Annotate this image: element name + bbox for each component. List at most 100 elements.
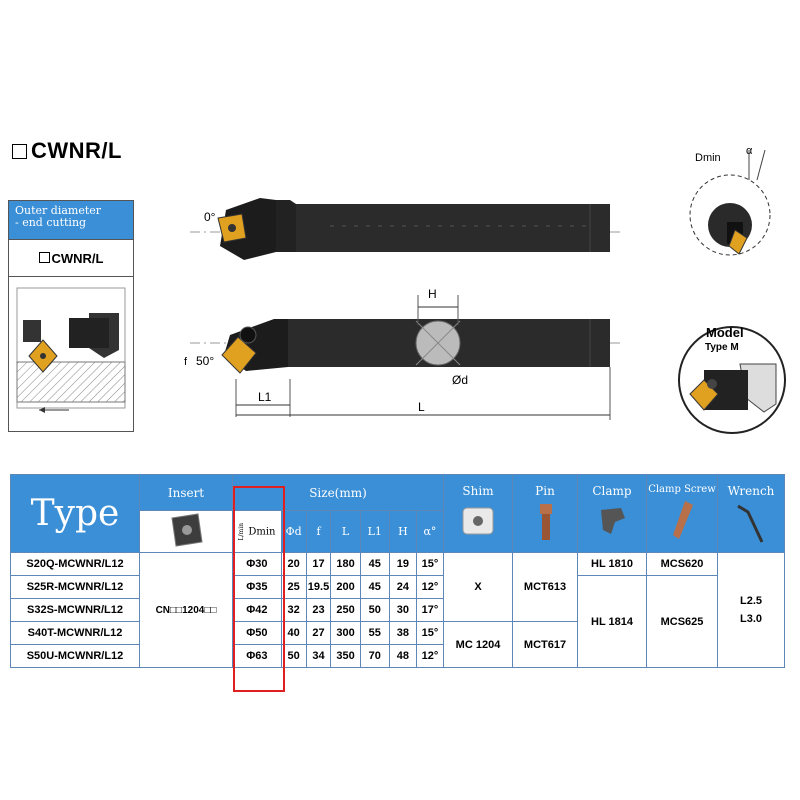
angle-fifty-label: 50° [196,354,215,368]
clamp-screw-header-text: Clamp Screw [648,484,716,495]
shim-cell: X [443,552,513,622]
spec-table: Type Insert Size(mm) Shim Pin Clamp Clam… [10,474,785,668]
side-code-text: CWNR/L [51,251,104,266]
model-type-label: Type M [705,342,739,353]
f-col-header: f [305,510,332,553]
table-row: S40T-MCWNR/L12 Φ50 40 27 300 55 38 15° M… [10,621,785,668]
dmin-cell: Φ50 [232,621,282,645]
wrench-b: L3.0 [739,613,762,625]
shim-cell: MC 1204 [443,621,513,668]
dim-d-label: Ød [452,373,469,387]
f-cell: 19.5 [305,575,332,599]
d-cell: 40 [280,621,307,645]
boring-bar-side-view [190,295,620,420]
angle-zero-label: 0° [204,210,216,224]
table-row: S50U-MCWNR/L12 Φ63 50 34 350 70 48 12° [10,644,785,668]
title-text: CWNR/L [31,138,122,163]
screw-icon [673,501,693,539]
detail-alpha-label: α [746,145,753,157]
end-cutting-illustration [16,287,126,413]
f-cell: 34 [305,644,332,668]
H-cell: 30 [388,598,417,622]
screw-cell: MCS625 [646,575,718,668]
dmin-cell: Φ35 [232,575,282,599]
f-cell: 27 [305,621,332,645]
type-cell: S40T-MCWNR/L12 [10,621,140,645]
pin-header-text: Pin [535,484,555,498]
alpha-cell: 17° [415,598,445,622]
dmin-col-text: Dmin [248,526,276,537]
table-row: S20Q-MCWNR/L12 CN□□1204□□ Φ30 20 17 180 … [10,552,785,668]
dim-L1-label: L1 [258,390,272,404]
clamp-header: Clamp [577,474,647,553]
d-col-header: Φd [280,510,307,553]
H-col-header: H [388,510,417,553]
dim-f-label: f [184,356,188,368]
shim-icon [462,507,494,535]
clamp-icon [601,508,625,534]
shim-header-text: Shim [462,484,494,498]
dmin-cell: Φ42 [232,598,282,622]
model-label: Model [706,325,744,340]
L-col-header: L [330,510,361,553]
d-cell: 32 [280,598,307,622]
pin-cell: MCT617 [512,621,578,668]
boring-bar-top-view [190,198,620,260]
insert-code-cell: CN□□1204□□ [139,552,233,668]
alpha-cell: 12° [415,575,445,599]
f-cell: 17 [305,552,332,576]
dim-H-label: H [428,287,437,301]
insert-image-cell [139,510,233,553]
L1-cell: 50 [359,598,390,622]
type-cell: S50U-MCWNR/L12 [10,644,140,668]
d-cell: 50 [280,644,307,668]
L1-cell: 45 [359,552,390,576]
H-cell: 19 [388,552,417,576]
dim-L-label: L [418,400,425,414]
clamp-screw-header: Clamp Screw [646,474,718,553]
alpha-cell: 15° [415,621,445,645]
wrench-icon [737,504,764,543]
detail-dmin-label: Dmin [695,152,721,164]
type-cell: S20Q-MCWNR/L12 [10,552,140,576]
L1-cell: 70 [359,644,390,668]
side-panel-heading: Outer diameter - end cutting [9,201,133,239]
wrench-header: Wrench [717,474,785,553]
clamp-cell: HL 1810 [577,552,647,576]
d-cell: 20 [280,552,307,576]
shim-header: Shim [443,474,513,553]
L-cell: 200 [330,575,361,599]
side-heading-line2: - end cutting [15,216,87,229]
L-cell: 180 [330,552,361,576]
checkbox-square-icon [12,144,27,159]
L-cell: 250 [330,598,361,622]
model-type-illustration [678,326,786,434]
wrench-cell: L2.5 L3.0 [717,552,785,668]
L1-col-header: L1 [359,510,390,553]
screw-cell: MCS620 [646,552,718,576]
type-header: Type [10,474,140,553]
side-panel: Outer diameter - end cutting CWNR/L [8,200,134,432]
H-cell: 38 [388,621,417,645]
f-cell: 23 [305,598,332,622]
dmin-detail-view [689,150,771,256]
alpha-cell: 12° [415,644,445,668]
alpha-col-header: α° [415,510,445,553]
insert-icon [171,513,203,547]
insert-header: Insert [139,474,233,511]
clamp-cell: HL 1814 [577,575,647,668]
table-row: S25R-MCWNR/L12 Φ35 25 19.5 200 45 24 12°… [10,575,785,668]
wrench-header-text: Wrench [727,484,775,498]
page-title: CWNR/L [12,138,122,164]
small-square-icon [38,252,50,263]
type-cell: S25R-MCWNR/L12 [10,575,140,599]
L1-cell: 45 [359,575,390,599]
side-heading-line1: Outer diameter [15,204,102,217]
L-cell: 350 [330,644,361,668]
L-cell: 300 [330,621,361,645]
wrench-a: L2.5 [739,595,762,607]
pin-header: Pin [512,474,578,553]
H-cell: 24 [388,575,417,599]
alpha-cell: 15° [415,552,445,576]
pin-icon [540,504,552,540]
